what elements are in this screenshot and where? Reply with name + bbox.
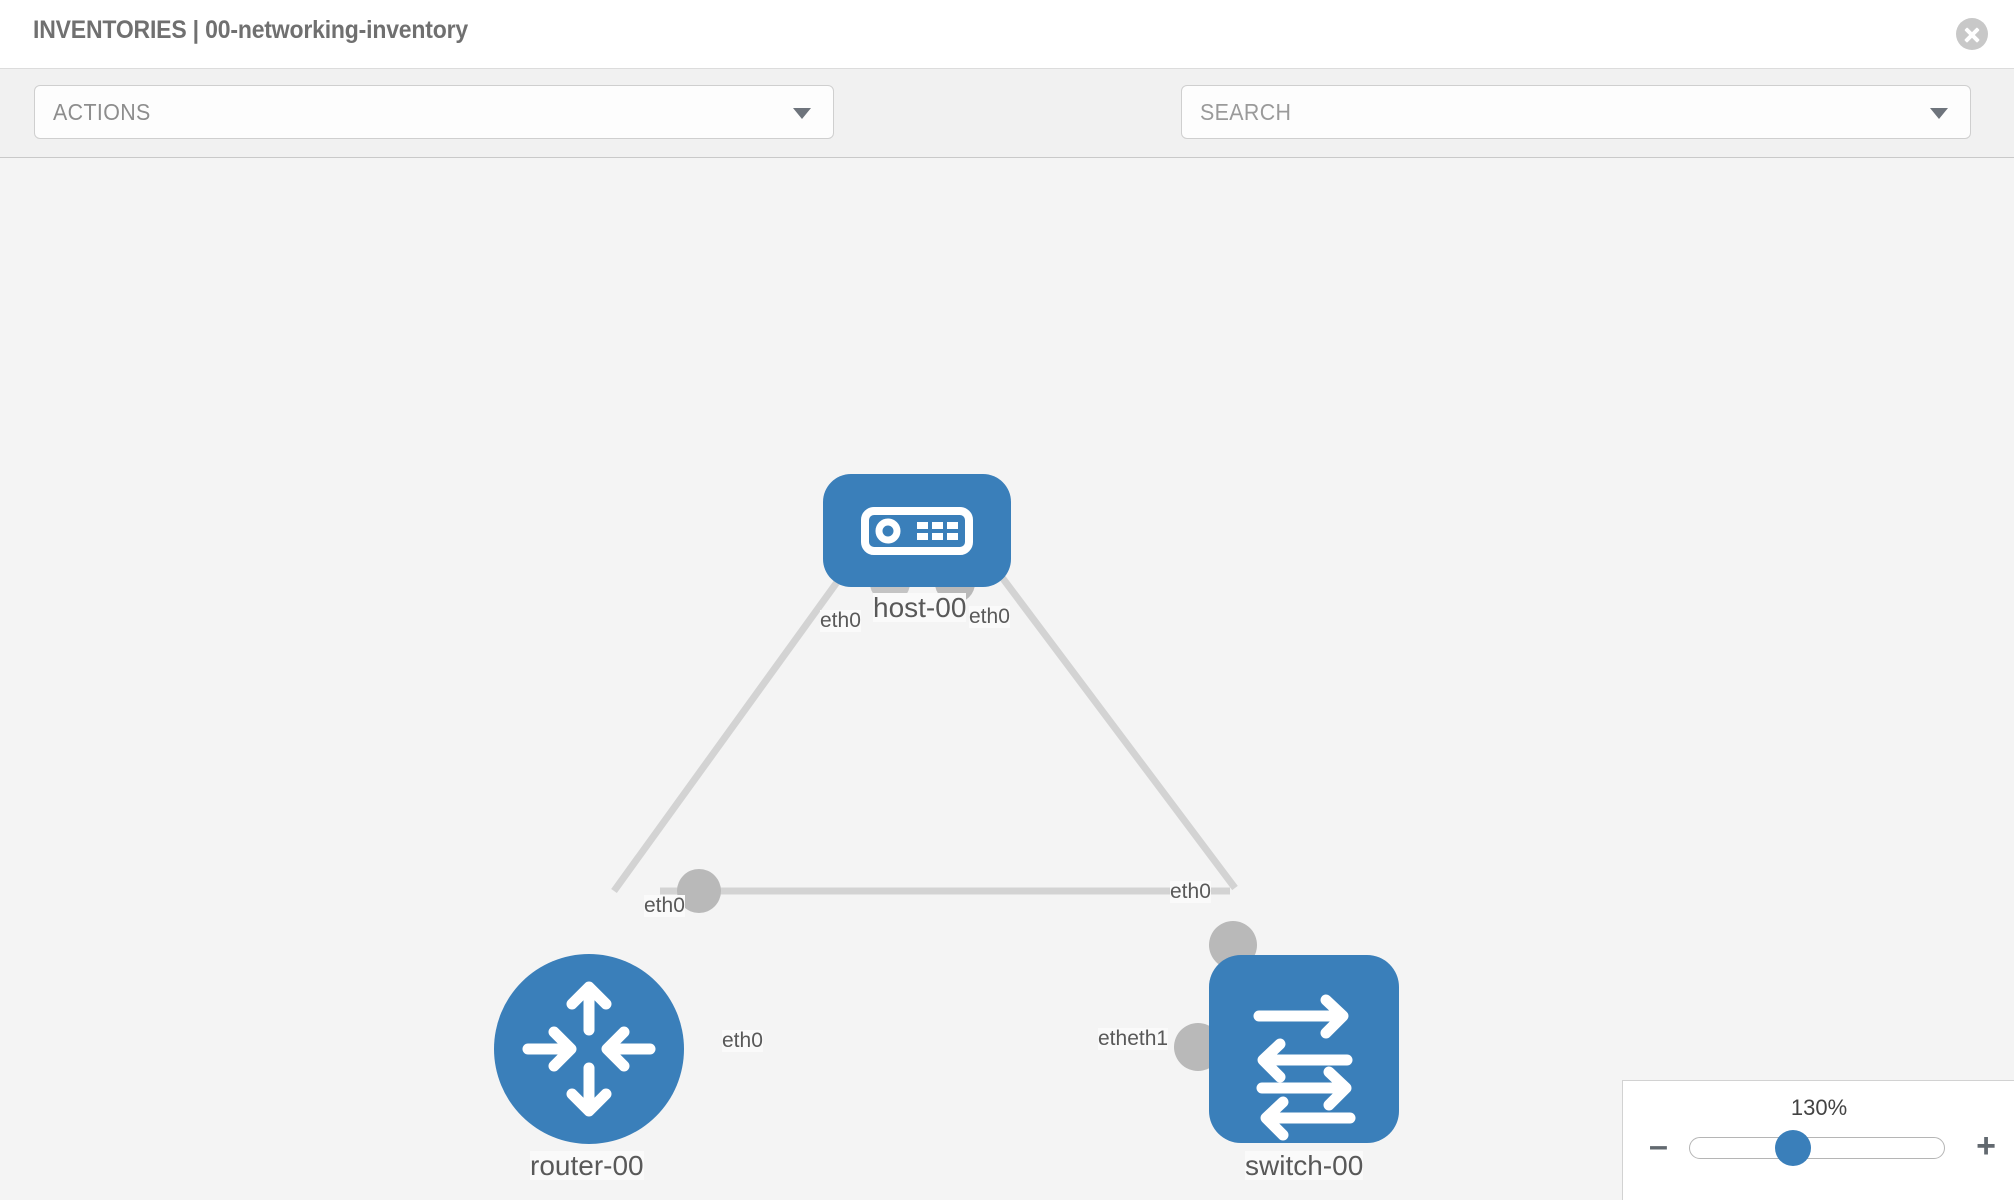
topology-canvas[interactable]: host-00 router-00 switch-00 eth0 eth0 et… <box>0 158 2014 1200</box>
zoom-control: 130% – + <box>1622 1080 2014 1200</box>
node-label-switch: switch-00 <box>1245 1150 1364 1181</box>
actions-dropdown-label: ACTIONS <box>53 99 151 125</box>
node-host-00[interactable] <box>823 474 1011 587</box>
zoom-percent-label: 130% <box>1790 1095 1848 1120</box>
switch-arrows-icon <box>1253 994 1356 1141</box>
toolbar: ACTIONS SEARCH <box>0 68 2014 197</box>
zoom-slider-track[interactable] <box>1689 1137 1945 1159</box>
zoom-slider-thumb[interactable] <box>1775 1130 1811 1166</box>
router-arrows-icon <box>522 981 656 1117</box>
node-label-router: router-00 <box>530 1150 644 1181</box>
node-switch-00[interactable] <box>1209 955 1399 1143</box>
page-header: INVENTORIES | 00-networking-inventory <box>0 0 2014 68</box>
zoom-in-button[interactable]: + <box>1976 1127 1996 1165</box>
zoom-out-button[interactable]: – <box>1649 1127 1668 1165</box>
node-label-host: host-00 <box>873 592 967 623</box>
port-label-host-right: eth0 <box>969 605 1010 629</box>
topology-ports <box>677 563 1257 1071</box>
close-icon[interactable] <box>1956 18 1988 50</box>
node-router-00[interactable] <box>494 954 684 1144</box>
chevron-down-icon <box>1930 108 1948 119</box>
port-label-host-left: eth0 <box>820 609 861 633</box>
server-icon <box>861 507 973 555</box>
chevron-down-icon <box>793 108 811 119</box>
search-placeholder: SEARCH <box>1200 99 1292 125</box>
actions-dropdown[interactable]: ACTIONS <box>34 85 834 139</box>
page-title: INVENTORIES | 00-networking-inventory <box>33 16 469 44</box>
port-label-switch-eth1: etheth1 <box>1098 1027 1169 1051</box>
search-input[interactable]: SEARCH <box>1181 85 1971 139</box>
port-label-router-uplink: eth0 <box>644 894 685 918</box>
port-label-router-eth0: eth0 <box>722 1029 763 1053</box>
port-label-switch-uplink: eth0 <box>1170 880 1211 904</box>
topology-graph <box>494 474 1399 1144</box>
port-router-eth0[interactable] <box>677 869 721 913</box>
